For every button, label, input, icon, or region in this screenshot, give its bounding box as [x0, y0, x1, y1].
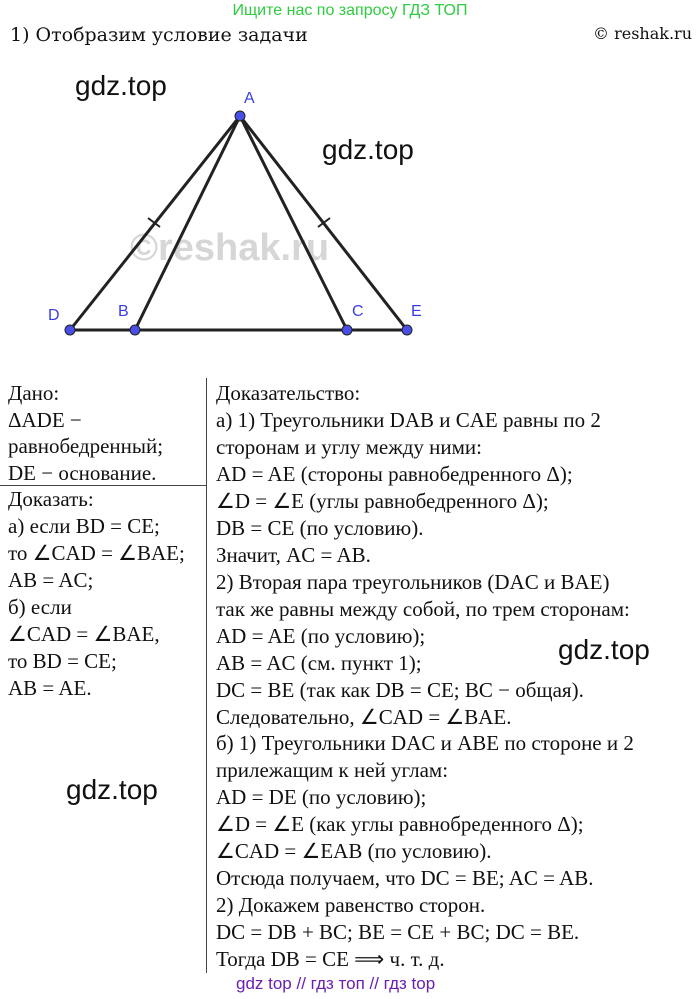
search-banner: Ищите нас по запросу ГДЗ ТОП: [232, 2, 468, 19]
prove-line: ∠CAD = ∠BAE,: [8, 622, 160, 646]
proof-line: AB = AC (см. пункт 1);: [216, 650, 422, 675]
prove-line: б) если: [8, 595, 72, 619]
point-e: [401, 324, 413, 336]
proof-line: AD = AE (по условию);: [216, 623, 426, 648]
proof-line: DC = BE (так как DB = CE; BC − общая).: [216, 677, 584, 702]
proof-line: 2) Вторая пара треугольников (DAC и BAE): [216, 569, 610, 594]
proof-line: так же равны между собой, по трем сторон…: [216, 596, 630, 621]
watermark: gdz.top: [558, 634, 650, 665]
point-b: [129, 324, 141, 336]
label-b: B: [118, 303, 129, 320]
figure-watermark: ©reshak.ru: [130, 227, 329, 269]
label-e: E: [411, 303, 422, 320]
prove-line: AB = AE.: [8, 676, 92, 700]
prove-line: Доказать:: [8, 487, 94, 511]
proof-line: ∠CAD = ∠EAB (по условию).: [216, 839, 492, 864]
watermark: gdz.top: [66, 774, 158, 805]
copyright: © reshak.ru: [593, 24, 692, 43]
section-heading: 1) Отобразим условие задачи: [10, 24, 308, 46]
column-divider: [206, 378, 207, 973]
proof-line: Отсюда получаем, что DC = BE; AC = AB.: [216, 866, 594, 891]
proof-line: б) 1) Треугольники DAC и ABE по стороне …: [216, 731, 634, 756]
proof-line: Следовательно, ∠CAD = ∠BAE.: [216, 704, 512, 729]
given-line: DE − основание.: [8, 461, 157, 486]
proof-line: DC = DB + BC; BE = CE + BC; DC = BE.: [216, 920, 580, 945]
proof-line: Тогда DB = CE ⟹ ч. т. д.: [216, 947, 445, 972]
label-d: D: [48, 307, 60, 324]
triangle-figure: ©reshak.ru A D B C E: [48, 90, 422, 336]
prove-line: то ∠CAD = ∠BAE;: [8, 541, 185, 565]
proof-line: а) 1) Треугольники DAB и CAE равны по 2: [216, 407, 601, 432]
proof-line: AD = DE (по условию);: [216, 785, 427, 810]
proof-line: DB = CE (по условию).: [216, 515, 424, 540]
label-c: C: [352, 303, 364, 320]
proof-line: Значит, AC = AB.: [216, 542, 371, 567]
point-a: [234, 110, 246, 122]
proof-line: прилежащим к ней углам:: [216, 758, 449, 783]
given-line: равнобедренный;: [8, 434, 164, 459]
given-line: Дано:: [8, 381, 60, 405]
proof-line: сторонам и углу между ними:: [216, 434, 482, 459]
prove-line: то BD = CE;: [8, 649, 117, 673]
watermark: gdz.top: [322, 134, 414, 165]
point-d: [64, 324, 76, 336]
given-divider: [0, 485, 206, 486]
proof-line: ∠D = ∠E (углы равнобедренного Δ);: [216, 488, 549, 513]
label-a: A: [244, 90, 255, 107]
proof-line: 2) Докажем равенство сторон.: [216, 893, 486, 918]
prove-line: а) если BD = CE;: [8, 514, 160, 538]
given-line: ΔADE −: [8, 407, 82, 432]
footer-links: gdz top // гдз топ // гдз top: [236, 974, 436, 993]
proof-line: ∠D = ∠E (как углы равнобреденного Δ);: [216, 812, 584, 837]
proof-line: Доказательство:: [216, 381, 361, 405]
watermark: gdz.top: [75, 70, 167, 101]
proof-line: AD = AE (стороны равнобедренного Δ);: [216, 461, 573, 486]
point-c: [341, 324, 353, 336]
prove-line: AB = AC;: [8, 568, 94, 592]
